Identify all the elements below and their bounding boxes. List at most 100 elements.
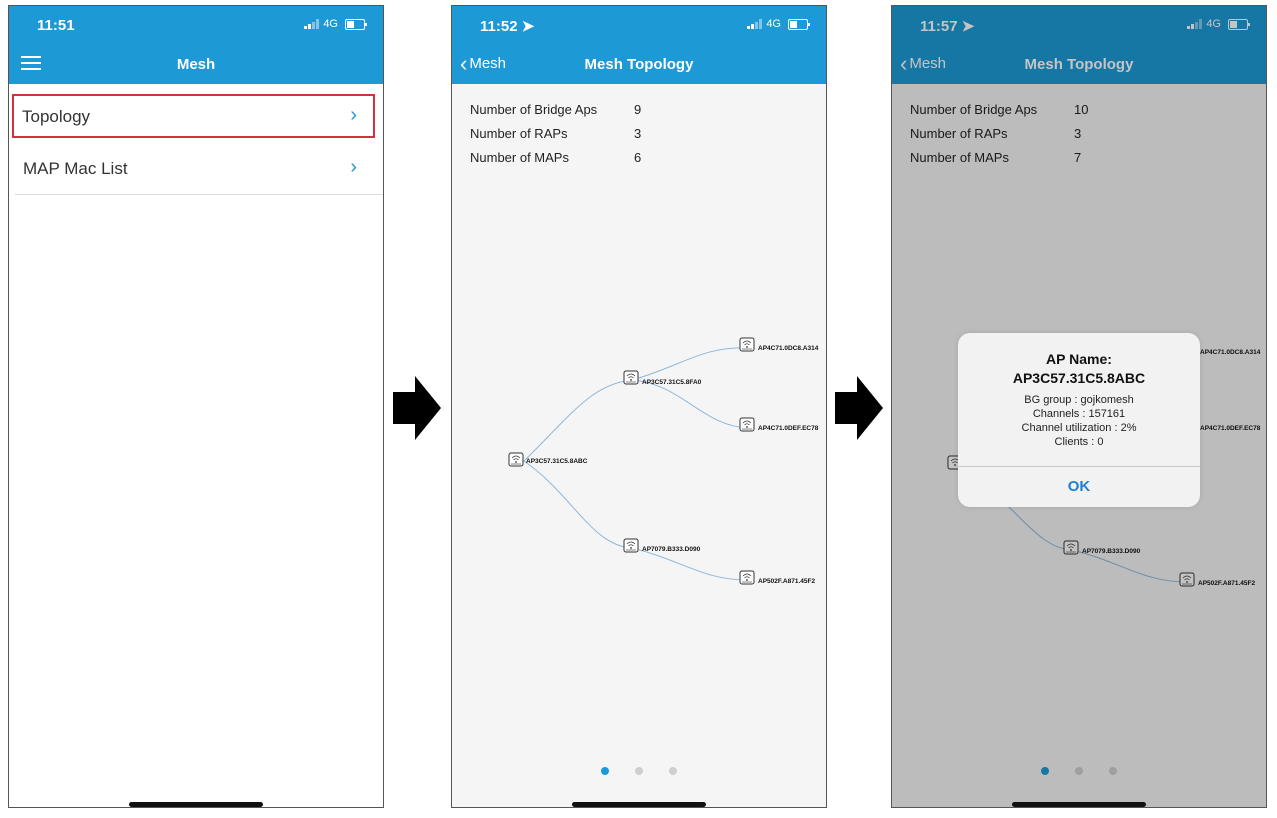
wifi-access-point-icon[interactable] — [508, 452, 524, 467]
link-child-a-leaf-a2 — [631, 379, 749, 429]
node-label: AP4C71.0DEF.EC78 — [1200, 425, 1261, 432]
page-indicator[interactable] — [452, 767, 826, 775]
wifi-access-point-icon[interactable] — [739, 337, 755, 352]
status-bar: 11:57 ➤ 4G — [892, 6, 1266, 42]
menu-item-topology[interactable]: Topology › — [12, 94, 375, 138]
clock: 11:52 ➤ — [480, 18, 535, 35]
link-root-child-a — [523, 379, 633, 462]
chevron-right-icon: › — [350, 104, 357, 126]
page-title: Mesh Topology — [584, 56, 694, 73]
stat-maps: Number of MAPs 6 — [470, 150, 670, 174]
chevron-left-icon: ‹ — [900, 50, 908, 76]
page-dot[interactable] — [1109, 767, 1117, 775]
wifi-access-point-icon[interactable] — [1063, 540, 1079, 555]
wifi-access-point-icon[interactable] — [623, 370, 639, 385]
stat-bridge-aps: Number of Bridge Aps 10 — [910, 102, 1110, 126]
alert-channels: Channels : 157161 — [1032, 408, 1126, 420]
node-label: AP3C57.31C5.8ABC — [526, 458, 588, 465]
status-icons: 4G — [304, 18, 367, 30]
location-arrow-icon: ➤ — [521, 18, 535, 35]
back-button[interactable]: ‹ Mesh — [460, 50, 507, 76]
node-label: AP7079.B333.D090 — [642, 546, 701, 553]
wifi-access-point-icon[interactable] — [1179, 572, 1195, 587]
signal-icon — [304, 19, 320, 29]
status-bar: 11:52 ➤ 4G — [452, 6, 826, 42]
wifi-access-point-icon[interactable] — [623, 538, 639, 553]
node-label: AP4C71.0DC8.A314 — [1200, 349, 1261, 356]
alert-clients: Clients : 0 — [1054, 436, 1104, 448]
right-arrow-icon — [835, 376, 883, 440]
battery-icon — [345, 18, 367, 30]
stat-maps: Number of MAPs 7 — [910, 150, 1110, 174]
chevron-right-icon: › — [350, 156, 357, 178]
stat-bridge-aps: Number of Bridge Aps 9 — [470, 102, 670, 126]
stat-label: Number of MAPs — [910, 150, 1009, 165]
home-indicator — [572, 802, 706, 807]
node-label: AP3C57.31C5.8FA0 — [642, 379, 702, 386]
network-type: 4G — [766, 18, 781, 30]
location-arrow-icon: ➤ — [961, 18, 975, 35]
home-indicator — [129, 802, 263, 807]
status-bar: 11:51 4G — [9, 6, 383, 42]
topology-view: Number of Bridge Aps 9 Number of RAPs 3 … — [452, 84, 826, 807]
node-label: AP4C71.0DEF.EC78 — [758, 425, 819, 432]
alert-channel-utilization: Channel utilization : 2% — [1021, 422, 1137, 434]
screen-mesh-menu: 11:51 4G Mesh Topology › MAP Mac List › — [8, 5, 384, 808]
back-button[interactable]: ‹ Mesh — [900, 50, 947, 76]
alert-title-line: AP Name: — [1046, 351, 1112, 367]
clock: 11:51 — [37, 17, 75, 34]
page-title: Mesh — [176, 56, 216, 73]
stat-value: 10 — [1074, 102, 1089, 117]
menu-item-label: Topology — [22, 107, 91, 126]
hamburger-icon[interactable] — [21, 56, 41, 70]
link-child-b-leaf-b1 — [1071, 549, 1189, 583]
node-label: AP7079.B333.D090 — [1082, 548, 1141, 555]
stat-label: Number of MAPs — [470, 150, 569, 165]
link-child-b-leaf-b1 — [631, 547, 749, 581]
stat-label: Number of Bridge Aps — [910, 102, 1038, 117]
stats-panel: Number of Bridge Aps 9 Number of RAPs 3 … — [470, 102, 670, 174]
stat-value: 9 — [634, 102, 642, 117]
network-type: 4G — [323, 18, 338, 30]
node-label: AP502F.A871.45F2 — [758, 578, 815, 585]
page-dot[interactable] — [601, 767, 609, 775]
page-dot[interactable] — [1075, 767, 1083, 775]
chevron-left-icon: ‹ — [460, 50, 468, 76]
stat-value: 7 — [1074, 150, 1082, 165]
page-indicator[interactable] — [892, 767, 1266, 775]
node-label: AP502F.A871.45F2 — [1198, 580, 1255, 587]
page-dot[interactable] — [669, 767, 677, 775]
menu-item-map-mac-list[interactable]: MAP Mac List › — [15, 144, 383, 195]
back-label: Mesh — [469, 55, 507, 72]
wifi-access-point-icon[interactable] — [739, 417, 755, 432]
clock: 11:57 ➤ — [920, 18, 975, 35]
link-root-child-b — [523, 460, 633, 549]
topology-graph[interactable]: AP7079.B333.D090 AP4C71.0DC8.A314 AP4C71… — [892, 84, 1266, 807]
battery-icon — [1228, 18, 1250, 30]
wifi-access-point-icon[interactable] — [739, 570, 755, 585]
stat-value: 3 — [634, 126, 642, 141]
stat-raps: Number of RAPs 3 — [910, 126, 1110, 150]
stat-label: Number of RAPs — [470, 126, 568, 141]
link-child-a-leaf-a1 — [631, 347, 749, 381]
signal-icon — [747, 19, 763, 29]
nav-bar: ‹ Mesh Mesh Topology — [892, 42, 1266, 84]
right-arrow-icon — [393, 376, 441, 440]
stat-label: Number of Bridge Aps — [470, 102, 598, 117]
topology-graph[interactable]: AP3C57.31C5.8ABC AP3C57.31C5.8FA0 AP7079… — [452, 84, 826, 807]
status-icons: 4G — [1187, 18, 1250, 30]
ok-button[interactable]: OK — [958, 466, 1200, 507]
network-type: 4G — [1206, 18, 1221, 30]
page-title: Mesh Topology — [1024, 56, 1134, 73]
menu-item-label: MAP Mac List — [23, 159, 128, 178]
battery-icon — [788, 18, 810, 30]
stat-value: 6 — [634, 150, 642, 165]
stat-value: 3 — [1074, 126, 1082, 141]
stat-label: Number of RAPs — [910, 126, 1008, 141]
stat-raps: Number of RAPs 3 — [470, 126, 670, 150]
page-dot[interactable] — [1041, 767, 1049, 775]
back-label: Mesh — [909, 55, 947, 72]
page-dot[interactable] — [635, 767, 643, 775]
screen-mesh-topology-alert: 11:57 ➤ 4G ‹ Mesh Mesh Topology Number o… — [891, 5, 1267, 808]
signal-icon — [1187, 19, 1203, 29]
